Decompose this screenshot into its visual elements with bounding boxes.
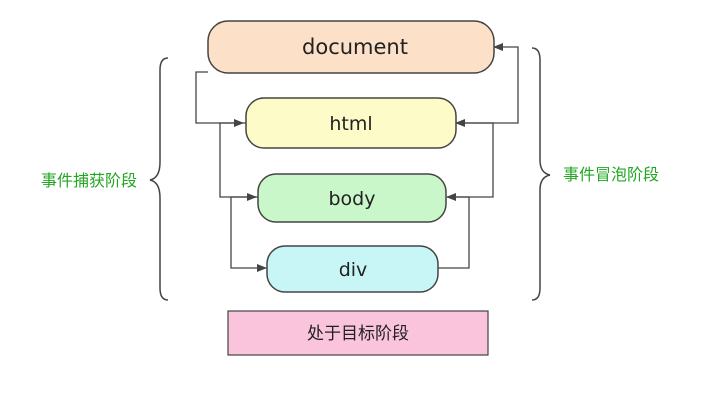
target-phase-box: 处于目标阶段 xyxy=(227,310,489,356)
node-body: body xyxy=(257,173,447,223)
node-document: document xyxy=(207,20,495,74)
target-phase-label: 处于目标阶段 xyxy=(307,324,409,344)
capture-arrow-body-to-div xyxy=(230,196,267,272)
capture-phase-brace xyxy=(149,57,169,301)
capture-phase-label: 事件捕获阶段 xyxy=(41,171,137,190)
node-body-label: body xyxy=(329,188,376,210)
bubble-arrow-html-to-document xyxy=(456,43,519,124)
node-html: html xyxy=(245,97,457,149)
bubble-phase-label: 事件冒泡阶段 xyxy=(563,165,659,184)
bubble-phase-brace xyxy=(531,47,551,301)
node-html-label: html xyxy=(329,113,372,135)
node-div: div xyxy=(266,245,439,293)
capture-arrow-document-to-html xyxy=(195,71,244,127)
node-document-label: document xyxy=(302,35,408,59)
node-div-label: div xyxy=(339,259,368,281)
